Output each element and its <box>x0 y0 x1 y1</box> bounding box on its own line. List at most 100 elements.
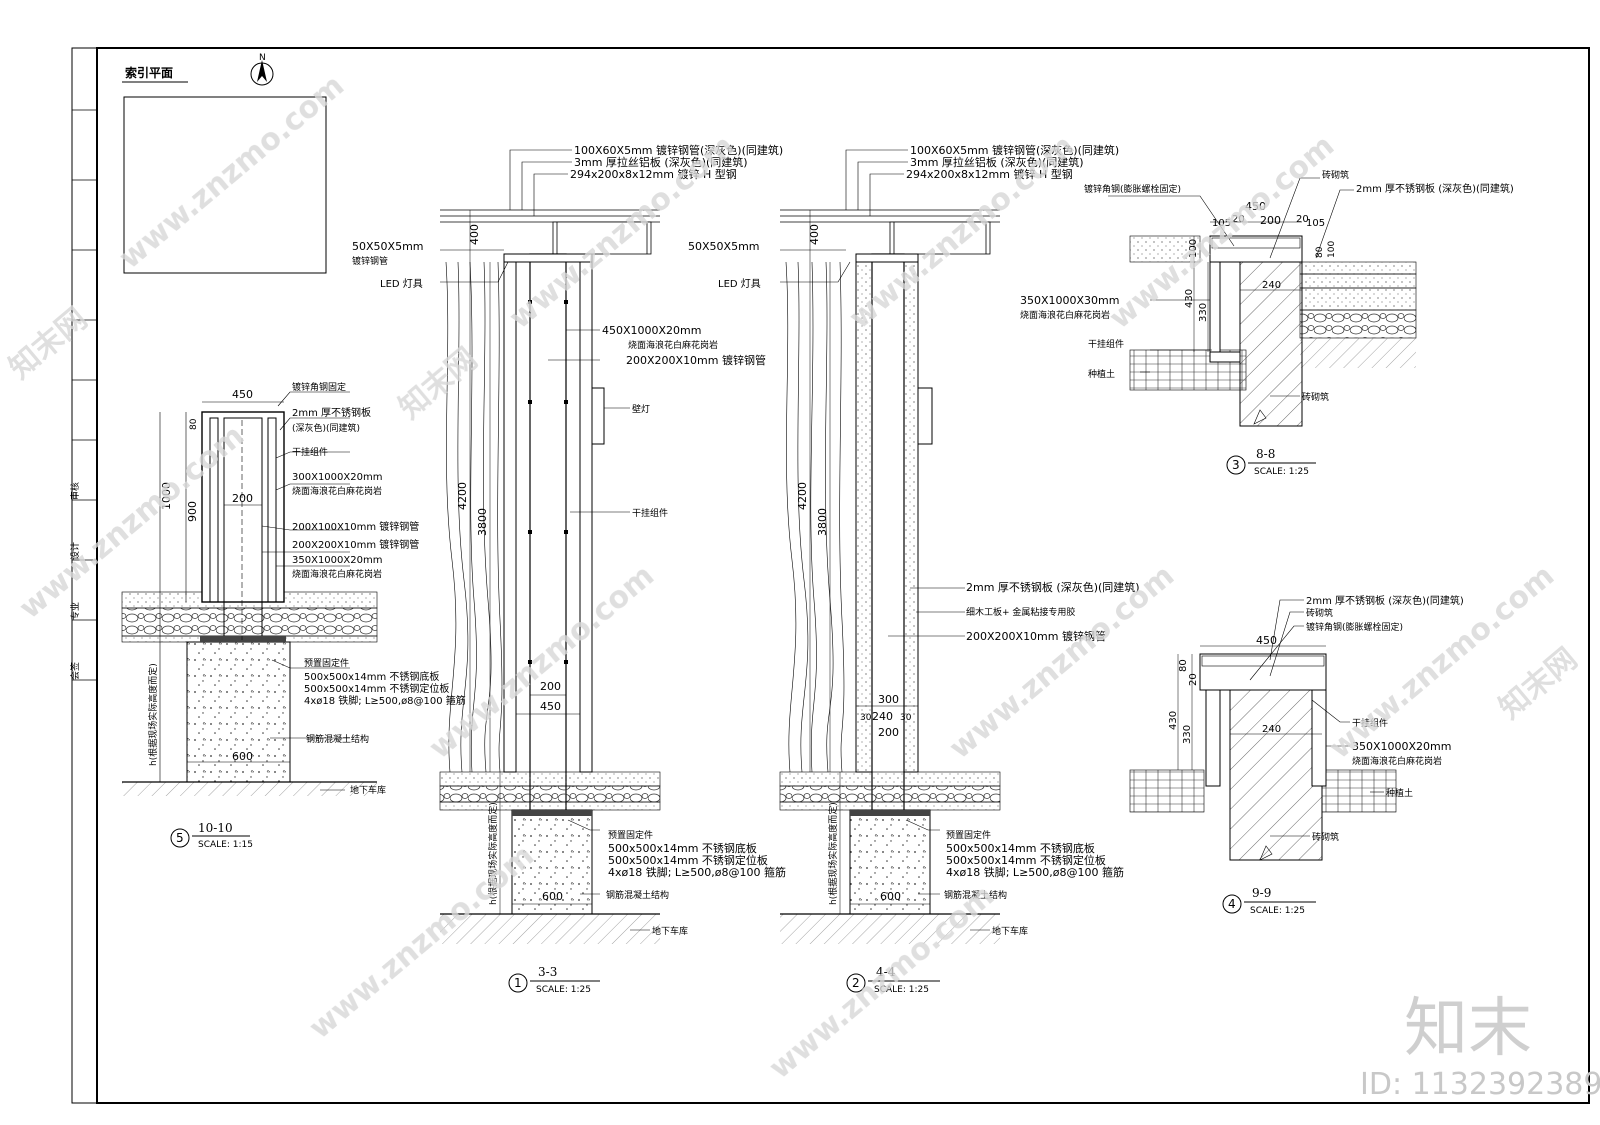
s3-soil: 种植土 <box>1088 368 1115 380</box>
watermark-brand-3: 知末网 <box>1493 641 1584 726</box>
dim-200-s2: 200 <box>878 726 899 739</box>
s3-granite: 烧面海浪花白麻花岗岩 <box>1020 309 1110 321</box>
dim-330-s4: 330 <box>1182 725 1193 744</box>
title-block <box>72 109 97 681</box>
s5-granite2: 烧面海浪花白麻花岗岩 <box>292 568 382 580</box>
s3-scale: SCALE: 1:25 <box>1254 467 1309 477</box>
dim-105b-s3: 105 <box>1306 218 1325 229</box>
s3-brick: 砖砌筑 <box>1322 169 1349 181</box>
dim-80-s4: 80 <box>1178 659 1189 672</box>
s2-tube200: 200X200X10mm 镀锌钢管 <box>966 629 1106 643</box>
s1-rc: 钢筋混凝土结构 <box>606 889 669 901</box>
s4-ss2: 2mm 厚不锈钢板 (深灰色)(同建筑) <box>1306 594 1464 607</box>
s4-brick2: 砖砌筑 <box>1312 831 1339 843</box>
s1-granite: 450X1000X20mm <box>602 324 702 337</box>
section-9-9 <box>1129 645 1397 861</box>
dim-20a-s3: 20 <box>1232 214 1245 225</box>
s1-embed: 预置固定件 <box>608 829 653 841</box>
dim-900-s5: 900 <box>186 501 199 522</box>
s2-50: 50X50X5mm <box>688 240 760 253</box>
s2-wood: 细木工板+ 金属粘接专用胶 <box>966 606 1075 618</box>
section-1-bubble <box>508 973 528 993</box>
s1-al: 3mm 厚拉丝铝板 (深灰色)(同建筑) <box>574 155 748 169</box>
s1-50b: 镀锌钢管 <box>352 255 388 267</box>
s5-tube200: 200X200X10mm 镀锌钢管 <box>292 538 419 551</box>
dim-400-s2: 400 <box>808 224 821 245</box>
s4-scale: SCALE: 1:25 <box>1250 906 1305 916</box>
s1-led: LED 灯具 <box>380 278 423 290</box>
dim-100-s3: 100 <box>1188 239 1199 258</box>
dim-3800-s1: 3800 <box>476 508 489 536</box>
s1-plate1: 500x500x14mm 不锈钢底板 <box>608 841 757 855</box>
dim-450-s4: 450 <box>1256 634 1277 647</box>
s1-garage: 地下车库 <box>652 925 688 937</box>
s3-title: 8-8 <box>1256 447 1275 461</box>
s1-walllamp: 壁灯 <box>632 403 650 415</box>
dim-105a-s3: 105 <box>1212 218 1231 229</box>
dim-600-s5: 600 <box>232 750 253 763</box>
index-plan-title: 索引平面 <box>125 65 173 80</box>
dim-300-s2: 300 <box>878 693 899 706</box>
s2-al: 3mm 厚拉丝铝板 (深灰色)(同建筑) <box>910 155 1084 169</box>
s5-plate1: 500x500x14mm 不锈钢底板 <box>304 670 439 683</box>
s5-num: 5 <box>176 831 184 845</box>
dim-240-s4: 240 <box>1262 724 1281 735</box>
watermark-id: ID: 1132392389 <box>1360 1067 1600 1102</box>
dim-450-s1: 450 <box>540 700 561 713</box>
index-plan-box <box>123 96 327 274</box>
s2-rc: 钢筋混凝土结构 <box>944 889 1007 901</box>
s5-g350: 350X1000X20mm <box>292 555 382 566</box>
section-5-bubble <box>170 828 190 848</box>
s5-hanger: 干挂组件 <box>292 446 328 458</box>
tb-label-2: 专业 <box>69 602 81 620</box>
section-3-bubble <box>1226 455 1246 475</box>
s1-hanger: 干挂组件 <box>632 507 668 519</box>
s4-brick: 砖砌筑 <box>1306 607 1333 619</box>
s4-angle: 镀锌角钢(膨胀螺栓固定) <box>1306 621 1403 633</box>
s5-tube: 200X100X10mm 镀锌钢管 <box>292 520 419 533</box>
dim-600-s1: 600 <box>542 890 563 903</box>
s2-scale: SCALE: 1:25 <box>874 985 929 995</box>
dim-4200-s1: 4200 <box>456 482 469 510</box>
s2-plate2: 500x500x14mm 不锈钢定位板 <box>946 853 1106 867</box>
s2-tube1: 100X60X5mm 镀锌钢管(深灰色)(同建筑) <box>910 143 1119 157</box>
dim-20b-s3: 20 <box>1296 214 1309 225</box>
s1-title: 3-3 <box>538 965 557 979</box>
s1-tube200: 200X200X10mm 镀锌钢管 <box>626 353 766 367</box>
tb-label-3: 设计 <box>69 542 81 560</box>
s4-granite: 烧面海浪花白麻花岗岩 <box>1352 755 1442 767</box>
s3-brick2: 砖砌筑 <box>1302 391 1329 403</box>
s2-plate1: 500x500x14mm 不锈钢底板 <box>946 841 1095 855</box>
dim-240-s3: 240 <box>1262 280 1281 291</box>
s1-granite-desc: 烧面海浪花白麻花岗岩 <box>628 339 718 351</box>
s2-anchor: 4xø18 铁脚; L≥500,ø8@100 箍筋 <box>946 865 1124 879</box>
s1-h: 294x200x8x12mm 镀锌 H 型钢 <box>570 167 737 181</box>
s4-title: 9-9 <box>1252 886 1271 900</box>
dim-600-s2: 600 <box>880 890 901 903</box>
section-3-3 <box>439 209 661 944</box>
h-note-s2: h(根据现场实际高度而定) <box>827 802 839 905</box>
s5-rc: 钢筋混凝土结构 <box>306 733 369 745</box>
dim-430-s4: 430 <box>1168 711 1179 730</box>
s2-title: 4-4 <box>876 965 896 979</box>
s1-scale: SCALE: 1:25 <box>536 985 591 995</box>
dim-1000-s5: 1000 <box>160 482 173 510</box>
s2-num: 2 <box>852 976 860 990</box>
s5-embed: 预置固定件 <box>304 657 349 669</box>
dim-100b-s3: 100 <box>1327 241 1337 258</box>
north-label: N <box>259 53 266 63</box>
dim-430-s3: 430 <box>1184 289 1195 308</box>
dim-30a-s2: 30 <box>860 713 872 723</box>
s3-g350: 350X1000X30mm <box>1020 294 1120 307</box>
s5-ss2: 2mm 厚不锈钢板 <box>292 406 371 419</box>
watermark-brand-1: 知末网 <box>3 301 94 386</box>
dim-80-s5: 80 <box>189 418 199 430</box>
s5-anchor: 4xø18 铁脚; L≥500,ø8@100 箍筋 <box>304 694 466 707</box>
dim-450-s5: 450 <box>232 388 253 401</box>
dim-3800-s2: 3800 <box>816 508 829 536</box>
s3-hanger: 干挂组件 <box>1088 338 1124 350</box>
section-4-4 <box>779 209 1001 944</box>
north-arrow-icon <box>250 60 274 86</box>
s1-50: 50X50X5mm <box>352 240 424 253</box>
